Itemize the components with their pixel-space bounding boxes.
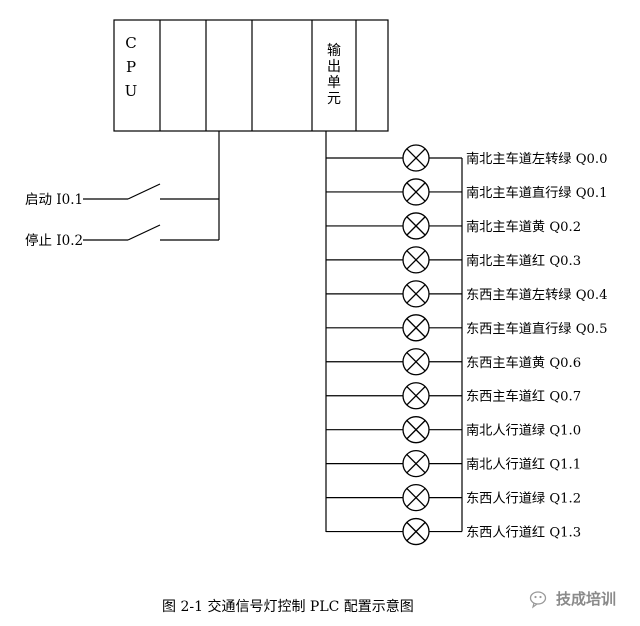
cpu-label-char: U: [125, 82, 138, 100]
output-unit-label-char: 输: [327, 43, 341, 59]
lamp-icon: [402, 517, 430, 546]
switch-contact: [127, 224, 161, 241]
output-row: 南北主车道黄 Q0.2: [326, 212, 581, 240]
output-label: 南北主车道黄 Q0.2: [466, 218, 581, 235]
cpu-label-char: P: [126, 58, 136, 76]
output-row: 南北人行道绿 Q1.0: [326, 416, 581, 444]
output-unit-label-char: 单: [327, 75, 341, 91]
output-label: 南北人行道绿 Q1.0: [466, 423, 581, 439]
cpu-label-char: C: [125, 34, 136, 52]
lamp-icon: [402, 348, 430, 376]
lamp-icon: [402, 449, 430, 478]
wechat-icon: [529, 591, 547, 609]
input-wiring: 启动 I0.1 停止 I0.2: [25, 131, 220, 249]
output-label: 南北主车道红 Q0.3: [466, 252, 581, 269]
output-row: 东西主车道红 Q0.7: [326, 382, 581, 410]
watermark: 技成培训: [529, 590, 616, 609]
output-row: 南北主车道左转绿 Q0.0: [326, 144, 607, 172]
watermark-text: 技成培训: [556, 590, 616, 608]
output-row: 东西主车道左转绿 Q0.4: [326, 280, 607, 308]
output-row: 南北主车道直行绿 Q0.1: [326, 178, 607, 206]
output-label: 南北主车道左转绿 Q0.0: [466, 150, 607, 167]
output-label: 东西主车道黄 Q0.6: [466, 354, 581, 371]
rack-frame: [113, 19, 389, 132]
lamp-icon: [402, 212, 430, 240]
lamp-icon: [402, 416, 430, 444]
output-label: 东西主车道直行绿 Q0.5: [466, 320, 607, 337]
output-label: 东西主车道左转绿 Q0.4: [466, 286, 607, 303]
input-label: 启动 I0.1: [25, 192, 83, 208]
lamp-icon: [402, 483, 430, 512]
output-row: 东西人行道绿 Q1.2: [326, 483, 581, 512]
output-unit-label-char: 元: [327, 91, 341, 107]
output-row: 东西主车道直行绿 Q0.5: [326, 314, 607, 342]
input-row: 启动 I0.1: [25, 183, 219, 208]
output-label: 东西人行道绿 Q1.2: [466, 491, 581, 507]
lamp-icon: [402, 144, 430, 172]
output-label: 东西人行道红 Q1.3: [466, 525, 581, 541]
output-label: 东西主车道红 Q0.7: [466, 388, 581, 405]
output-label: 南北主车道直行绿 Q0.1: [466, 184, 607, 201]
lamp-icon: [402, 246, 430, 274]
output-wiring: 南北主车道左转绿 Q0.0 南北主车道直行绿 Q0.1 南北主车道黄 Q0.2 南北主…: [325, 131, 607, 546]
lamp-icon: [402, 314, 430, 342]
figure-caption: 图 2-1 交通信号灯控制 PLC 配置示意图: [162, 598, 414, 615]
lamp-icon: [402, 178, 430, 206]
lamp-icon: [402, 280, 430, 308]
output-row: 南北人行道红 Q1.1: [326, 449, 581, 478]
output-row: 南北主车道红 Q0.3: [326, 246, 581, 274]
input-label: 停止 I0.2: [25, 232, 83, 249]
switch-contact: [127, 183, 161, 200]
output-row: 东西人行道红 Q1.3: [326, 517, 581, 546]
output-unit-label-char: 出: [327, 59, 341, 75]
lamp-icon: [402, 382, 430, 410]
input-row: 停止 I0.2: [25, 224, 219, 249]
output-label: 南北人行道红 Q1.1: [466, 457, 581, 473]
output-row: 东西主车道黄 Q0.6: [326, 348, 581, 376]
